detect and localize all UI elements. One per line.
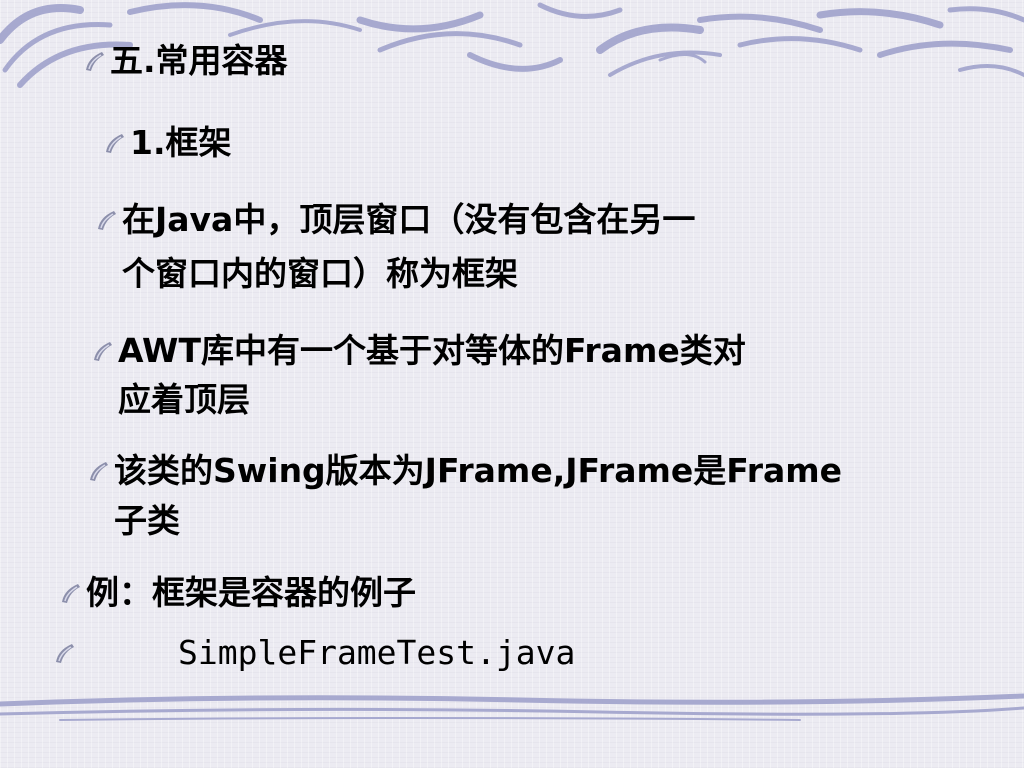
bullet-icon <box>100 118 130 168</box>
example-filename: SimpleFrameTest.java <box>178 633 576 672</box>
bullet-text-line: 个窗口内的窗口）称为框架 <box>122 254 518 293</box>
top-swirl-decoration <box>0 2 1024 88</box>
bullet-icon <box>84 446 114 496</box>
heading-text: 五.常用容器 <box>110 41 288 80</box>
bottom-wave-decoration <box>0 693 1024 721</box>
bullet-item: 该类的Swing版本为JFrame,JFrame是Frame <box>84 446 842 496</box>
bullet-icon <box>80 36 110 86</box>
bullet-text-line: 应着顶层 <box>118 380 250 419</box>
bullet-text-line: 在Java中，顶层窗口（没有包含在另一 <box>122 200 696 239</box>
bullet-item-continuation: 应着顶层 <box>118 375 250 425</box>
bullet-icon <box>50 628 80 678</box>
bullet-icon <box>56 568 86 618</box>
slide-subheading: 1.框架 <box>100 118 232 168</box>
example-label-line: 例：框架是容器的例子 <box>56 568 416 618</box>
subheading-text: 1.框架 <box>130 123 232 162</box>
slide-heading: 五.常用容器 <box>80 36 288 86</box>
bullet-icon <box>92 195 122 245</box>
bullet-icon <box>88 326 118 376</box>
bullet-item: 在Java中，顶层窗口（没有包含在另一 <box>92 195 695 245</box>
bullet-item-continuation: 子类 <box>114 496 180 546</box>
bullet-item-continuation: 个窗口内的窗口）称为框架 <box>122 249 518 299</box>
bullet-item: AWT库中有一个基于对等体的Frame类对 <box>88 326 746 376</box>
example-file-line: SimpleFrameTest.java <box>50 628 575 678</box>
bullet-text-line: AWT库中有一个基于对等体的Frame类对 <box>118 331 746 370</box>
bullet-text-line: 该类的Swing版本为JFrame,JFrame是Frame <box>114 451 842 490</box>
example-label: 例：框架是容器的例子 <box>86 573 416 612</box>
bullet-text-line: 子类 <box>114 501 180 540</box>
